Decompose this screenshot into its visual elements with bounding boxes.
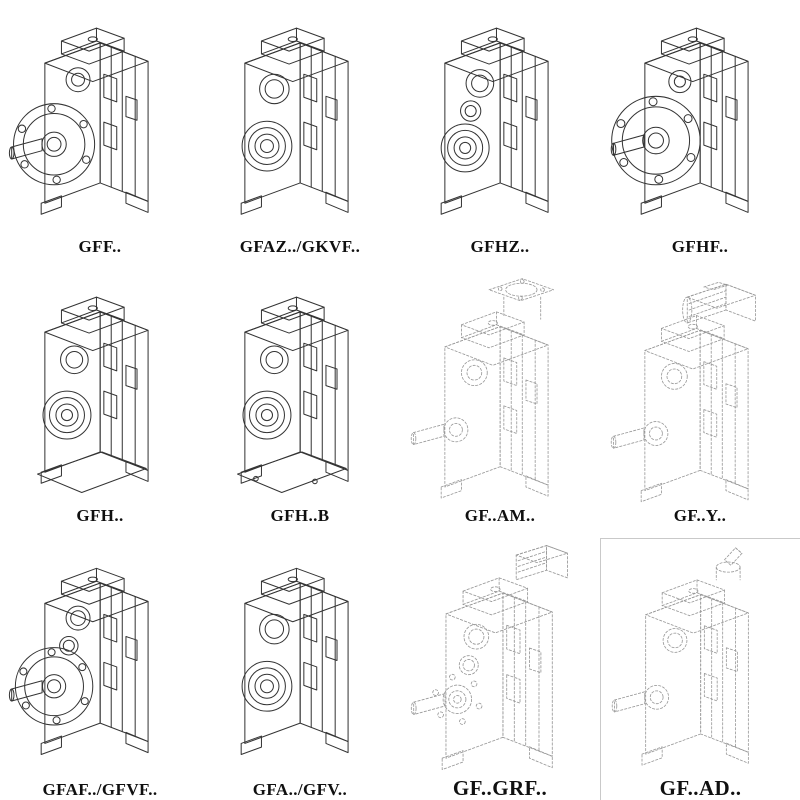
gearbox-drawing-bores-foot — [4, 275, 196, 505]
model-label: GF..Y.. — [673, 506, 727, 526]
catalog-cell-5: GFH.. — [0, 269, 200, 538]
gearbox-drawing-bores — [204, 544, 396, 779]
catalog-cell-3: GFHZ.. — [400, 0, 600, 269]
gearbox-drawing-phantom-top-flange — [404, 275, 596, 505]
model-label: GFHZ.. — [470, 237, 530, 257]
model-label: GFH.. — [76, 506, 124, 526]
model-label: GFH..B — [270, 506, 330, 526]
gearbox-drawing-phantom-adapter — [605, 545, 796, 774]
gearbox-drawing-bores — [204, 6, 396, 236]
catalog-cell-11: GF..GRF.. — [400, 538, 600, 800]
catalog-cell-12: GF..AD.. — [600, 538, 800, 800]
gearbox-drawing-phantom-motor-large — [404, 544, 596, 774]
catalog-cell-2: GFAZ../GKVF.. — [200, 0, 400, 269]
catalog-cell-10: GFA../GFV.. — [200, 538, 400, 800]
gearbox-drawing-phantom-motor — [604, 275, 796, 505]
gearbox-drawing-bores-foot-b — [204, 275, 396, 505]
model-label: GFHF.. — [671, 237, 729, 257]
catalog-cell-1: GFF.. — [0, 0, 200, 269]
model-label: GF..AD.. — [659, 775, 742, 800]
model-label: GF..AM.. — [464, 506, 536, 526]
catalog-cell-6: GFH..B — [200, 269, 400, 538]
model-label: GF..GRF.. — [452, 775, 548, 800]
catalog-cell-7: GF..AM.. — [400, 269, 600, 538]
gearbox-drawing-bearing — [404, 6, 596, 236]
catalog-cell-8: GF..Y.. — [600, 269, 800, 538]
model-label: GFAF../GFVF.. — [42, 779, 158, 799]
gearbox-drawing-flange-bores — [4, 544, 196, 779]
model-label: GFAZ../GKVF.. — [239, 237, 361, 257]
gearbox-drawing-flange-large — [604, 6, 796, 236]
model-label: GFA../GFV.. — [252, 779, 348, 799]
catalog-cell-4: GFHF.. — [600, 0, 800, 269]
model-label: GFF.. — [78, 237, 122, 257]
catalog-cell-9: GFAF../GFVF.. — [0, 538, 200, 800]
gearbox-drawing-flange-shaft — [4, 6, 196, 236]
